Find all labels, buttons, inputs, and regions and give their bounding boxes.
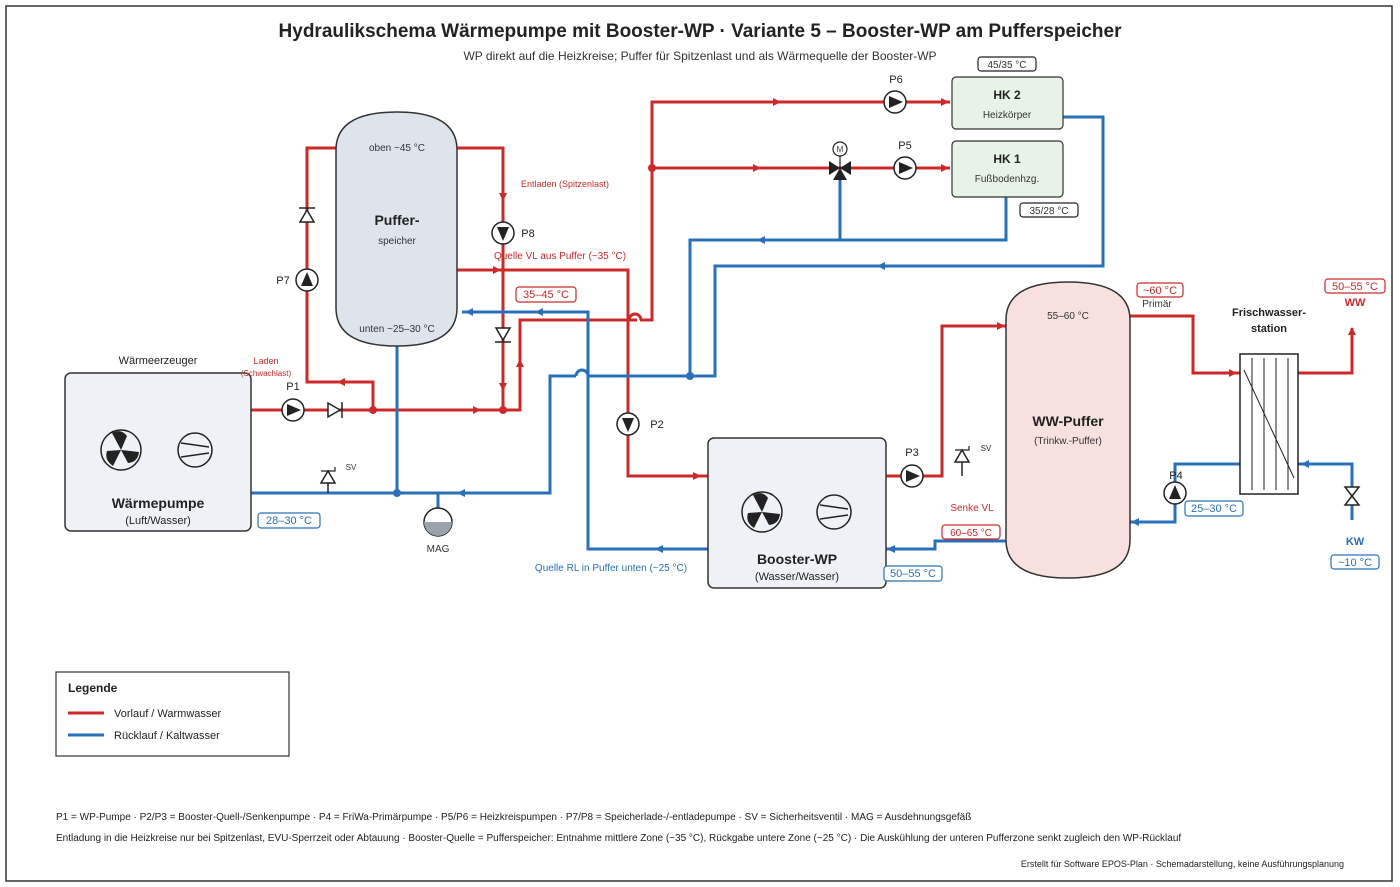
pump-p8-label: P8 [521,228,534,240]
pump-p2-label: P2 [650,419,663,431]
mixer-motor-label: M [837,145,844,154]
pump-p4-label: P4 [1169,470,1182,482]
compressor-icon [177,432,213,468]
ww-puffer-name: WW-Puffer [1032,413,1104,429]
legend-ruecklauf: Rücklauf / Kaltwasser [114,730,220,742]
hk2-box [951,76,1064,130]
pump-p7-label: P7 [276,275,289,287]
legend-title: Legende [68,681,118,695]
junctions [369,164,694,497]
mag-label: MAG [427,544,450,555]
primaer-label: Primär [1142,299,1172,310]
pump-p6: P6 [883,74,907,114]
primaer-return-temp: 25–30 °C [1191,503,1237,515]
safety-valve-booster-icon: SV [953,444,992,476]
waermeerzeuger-label: Wärmeerzeuger [119,355,198,367]
check-valve-p8-icon [494,327,512,343]
frischwasser-label-2: station [1251,323,1287,335]
hk1-temp: 35/28 °C [1029,206,1068,217]
diagram-subtitle: WP direkt auf die Heizkreise; Puffer für… [463,49,936,63]
puffer-top-temp: oben ~45 °C [369,143,425,154]
heizkreis-vorlauf-pipe [518,100,950,356]
booster-wp-box [707,437,887,589]
senke-rl-pipe [886,539,1006,551]
booster-fan-icon [741,491,783,533]
fan-icon [100,429,142,471]
hk1-name: HK 1 [993,152,1021,166]
sv-label-1: SV [346,463,357,472]
hk2-name: HK 2 [993,88,1021,102]
legend-vorlauf: Vorlauf / Warmwasser [114,708,222,720]
booster-type: (Wasser/Wasser) [755,571,839,583]
senke-vl-label: Senke VL [950,503,994,514]
quelle-vl-pipe [457,268,708,478]
frischwasser-label-1: Frischwasser- [1232,307,1306,319]
ww-label: WW [1345,297,1366,309]
pump-p3: P3 [900,447,924,488]
pump-p5: P5 [893,140,917,180]
quelle-vl-label: Quelle VL aus Puffer (~35 °C) [494,251,626,262]
puffer-name-1: Puffer- [374,212,419,228]
ww-temp: 50–55 °C [1332,281,1378,293]
ww-puffer-type: (Trinkw.-Puffer) [1034,436,1102,447]
pump-p1: P1 [281,381,305,422]
hk1-box [951,140,1064,198]
waermepumpe-box [64,372,252,532]
ww-puffer-temp: 55–60 °C [1047,311,1089,322]
sv-label-2: SV [981,444,992,453]
gate-valve-icon [1343,486,1361,506]
mixer-valve-icon: M [829,141,851,180]
pump-p5-label: P5 [898,140,911,152]
pump-p8: P8 [491,221,535,245]
primaer-temp: ~60 °C [1143,285,1177,297]
waermepumpe-name: Wärmepumpe [112,495,205,511]
diagram-title: Hydraulikschema Wärmepumpe mit Booster-W… [279,21,1123,42]
check-valve-p7-icon [298,207,316,223]
hk1-ruecklauf-pipe [688,197,1008,376]
entladen-pipe [457,146,505,410]
legend: Legende Vorlauf / Warmwasser Rücklauf / … [55,671,290,757]
kw-temp: ~10 °C [1338,557,1372,569]
puffer-name-2: speicher [378,236,416,247]
quelle-rl-label: Quelle RL in Puffer unten (~25 °C) [535,563,687,574]
pump-p3-label: P3 [905,447,918,459]
footer-line-1: P1 = WP-Pumpe · P2/P3 = Booster-Quell-/S… [56,812,971,823]
booster-compressor-icon [816,494,852,530]
hk2-temp: 45/35 °C [987,60,1026,71]
pump-p4: P4 [1163,470,1187,505]
hk2-type: Heizkörper [983,110,1032,121]
schwachlast-label: (Schwachlast) [241,369,292,378]
booster-name: Booster-WP [757,551,837,567]
laden-pipe [305,146,375,410]
check-valve-icon [327,401,343,419]
expansion-vessel-icon: MAG [423,507,453,555]
puffer-mid-temp: 35–45 °C [523,289,569,301]
kw-label: KW [1346,536,1365,548]
safety-valve-wp-icon: SV [319,463,357,493]
booster-temp: 50–55 °C [890,568,936,580]
entladen-label: Entladen (Spitzenlast) [521,179,609,189]
pump-p6-label: P6 [889,74,902,86]
laden-label: Laden [253,356,278,366]
pump-p2: P2 [616,412,664,436]
pump-p7: P7 [276,268,319,292]
waermepumpe-type: (Luft/Wasser) [125,515,191,527]
senke-temp: 60–65 °C [950,528,992,539]
ww-puffer-tank [1005,281,1131,579]
hk1-type: Fußbodenhzg. [975,174,1040,185]
footer-line-2: Entladung in die Heizkreise nur bei Spit… [56,833,1181,844]
footer-credit: Erstellt für Software EPOS-Plan · Schema… [1021,859,1344,869]
pump-p1-label: P1 [286,381,299,393]
quelle-rl-pipe [462,310,708,551]
puffer-bottom-temp: unten ~25–30 °C [359,324,434,335]
pufferspeicher-tank [335,111,458,347]
wp-return-temp: 28–30 °C [266,515,312,527]
